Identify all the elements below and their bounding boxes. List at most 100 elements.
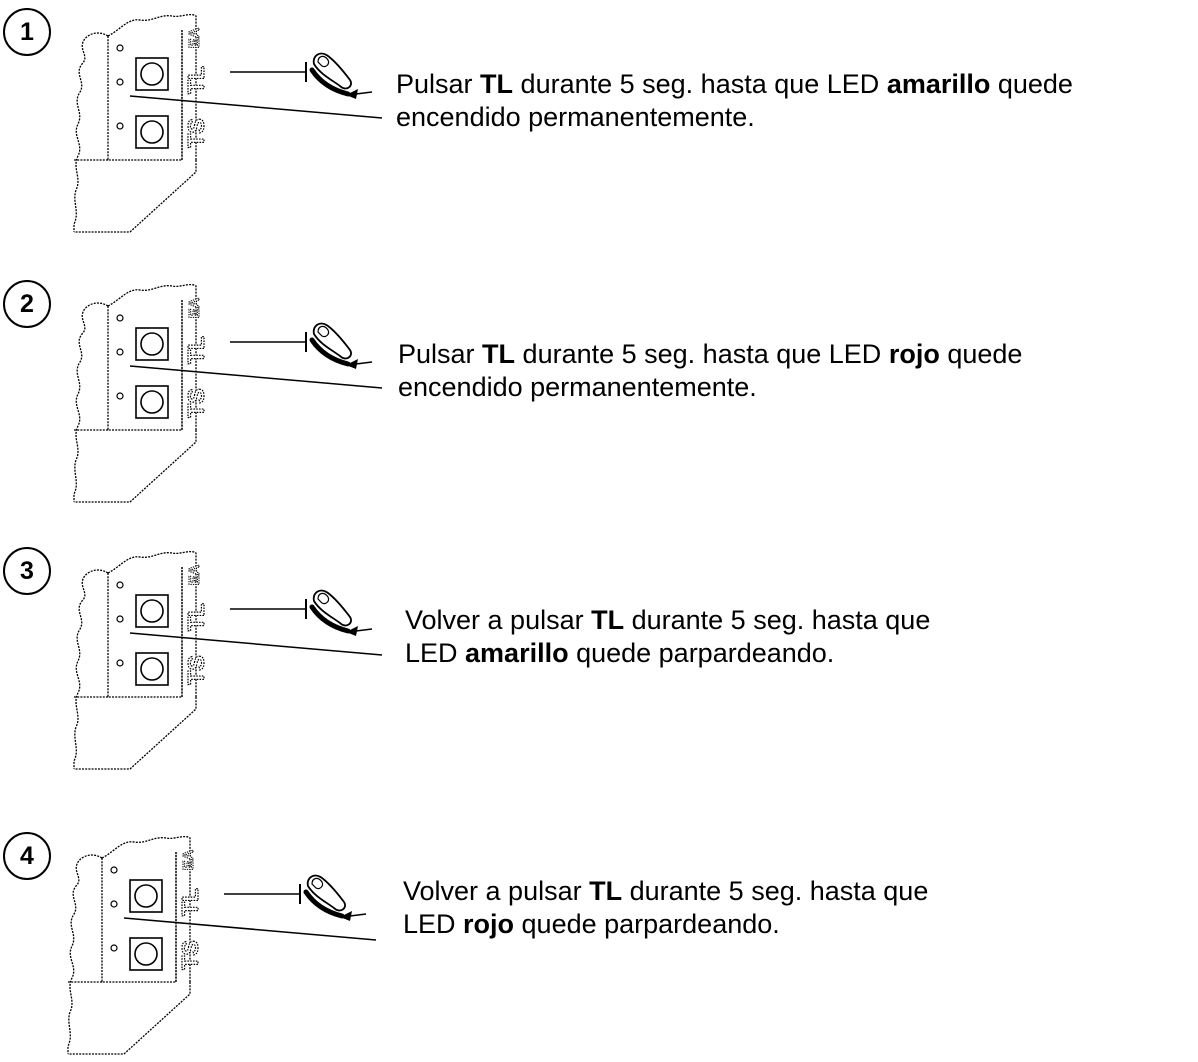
step-number: 4 — [20, 842, 34, 870]
instruction-run: quede — [990, 69, 1073, 99]
leader-line — [129, 365, 383, 389]
finger-outline — [312, 589, 352, 627]
instruction-run: quede parpardeando. — [568, 638, 835, 668]
board-torn-edge — [73, 302, 109, 502]
instruction-text: Volver a pulsar TL durante 5 seg. hasta … — [405, 604, 930, 670]
finger-shadow — [309, 337, 351, 367]
instruction-keyword: rojo — [888, 339, 940, 369]
push-button-cap — [140, 120, 164, 144]
led-indicator-icon — [116, 348, 124, 356]
led-indicator-icon — [116, 581, 124, 589]
instruction-run: Volver a pulsar — [403, 876, 590, 906]
instruction-text: Pulsar TL durante 5 seg. hasta que LED r… — [398, 338, 1022, 404]
board-group: TL TS EA — [67, 835, 377, 1055]
step-number-badge: 3 — [3, 547, 53, 597]
step-number: 1 — [20, 18, 34, 46]
led-indicator-icon — [116, 314, 124, 322]
press-arrow-shaft — [355, 361, 373, 365]
instruction-keyword: amarillo — [886, 69, 991, 99]
board-bottom-edge — [74, 429, 197, 503]
step-number-badge: 4 — [3, 832, 53, 882]
instruction-keyword: TL — [482, 339, 516, 369]
led-indicator-icon — [110, 944, 118, 952]
press-arrow-head — [346, 359, 358, 369]
board-torn-edge — [67, 854, 103, 1054]
push-button-cap — [140, 390, 164, 414]
led-indicator-icon — [116, 122, 124, 130]
instruction-run: LED — [403, 909, 464, 939]
step-number: 3 — [20, 557, 34, 585]
leader-line — [123, 917, 377, 941]
instruction-run: durante 5 seg. hasta que — [624, 605, 931, 635]
step-4: 4 TL TS EA Volver a pulsar TL durante 5 se… — [0, 800, 1198, 1062]
board-label-edge: EA — [186, 564, 203, 585]
step-number-badge: 1 — [3, 8, 53, 58]
board-torn-edge — [73, 569, 109, 769]
finger-nail — [311, 877, 324, 890]
led-indicator-icon — [116, 615, 124, 623]
board-label-tl: TL — [183, 336, 209, 364]
board-diagram: TL TS EA — [67, 835, 377, 1055]
finger-outline — [312, 322, 352, 360]
finger-shadow — [309, 67, 351, 97]
instruction-keyword: TL — [589, 876, 623, 906]
step-number-ring — [3, 280, 51, 328]
instruction-keyword: TL — [480, 69, 514, 99]
push-button-cap — [134, 884, 158, 908]
finger-press-icon — [309, 589, 352, 634]
instruction-run: durante 5 seg. hasta que LED — [515, 339, 889, 369]
led-indicator-icon — [116, 44, 124, 52]
led-indicator-icon — [110, 900, 118, 908]
board-bottom-edge — [68, 981, 191, 1055]
step-2: 2 TL TS EA Pulsar TL durante 5 seg. hasta … — [0, 270, 1198, 532]
finger-press-icon — [303, 874, 346, 919]
push-button-cap — [140, 332, 164, 356]
step-number-ring — [3, 8, 51, 56]
board-label-ts: TS — [183, 655, 209, 684]
push-button-cap — [140, 62, 164, 86]
board-bottom-edge — [74, 696, 197, 770]
step-number-ring — [3, 832, 51, 880]
board-label-edge: EA — [186, 27, 203, 48]
instruction-run: encendido permanentemente. — [398, 372, 757, 402]
push-button-cap — [134, 942, 158, 966]
finger-press-icon — [309, 322, 352, 367]
instruction-text: Volver a pulsar TL durante 5 seg. hasta … — [403, 875, 928, 941]
board-label-tl: TL — [177, 888, 203, 916]
board-diagram: TL TS EA — [73, 550, 383, 770]
press-arrow-shaft — [355, 91, 373, 95]
instruction-run: encendido permanentemente. — [396, 102, 755, 132]
board-group: TL TS EA — [73, 550, 383, 770]
press-arrow-head — [346, 89, 358, 99]
board-top-edge — [101, 835, 191, 859]
step-number-ring — [3, 547, 51, 595]
board-torn-edge — [73, 32, 109, 232]
board-label-ts: TS — [177, 940, 203, 969]
board-top-edge — [107, 550, 197, 574]
board-label-edge: EA — [180, 849, 197, 870]
board-label-edge: EA — [186, 297, 203, 318]
step-number: 2 — [20, 290, 34, 318]
board-top-edge — [107, 283, 197, 307]
finger-nail — [317, 55, 330, 68]
board-label-ts: TS — [183, 118, 209, 147]
instruction-keyword: rojo — [463, 909, 515, 939]
leader-line — [129, 95, 383, 119]
finger-press-icon — [309, 52, 352, 97]
press-arrow-head — [340, 911, 352, 921]
board-diagram: TL TS EA — [73, 283, 383, 503]
press-arrow-shaft — [355, 628, 373, 632]
press-arrow-shaft — [349, 913, 367, 917]
board-group: TL TS EA — [73, 283, 383, 503]
board-label-ts: TS — [183, 388, 209, 417]
instruction-text: Pulsar TL durante 5 seg. hasta que LED a… — [396, 68, 1073, 134]
instruction-run: Volver a pulsar — [405, 605, 592, 635]
finger-nail — [317, 325, 330, 338]
board-label-tl: TL — [183, 603, 209, 631]
push-button-cap — [140, 657, 164, 681]
leader-line — [129, 632, 383, 656]
finger-nail — [317, 592, 330, 605]
step-number-badge: 2 — [3, 280, 53, 330]
